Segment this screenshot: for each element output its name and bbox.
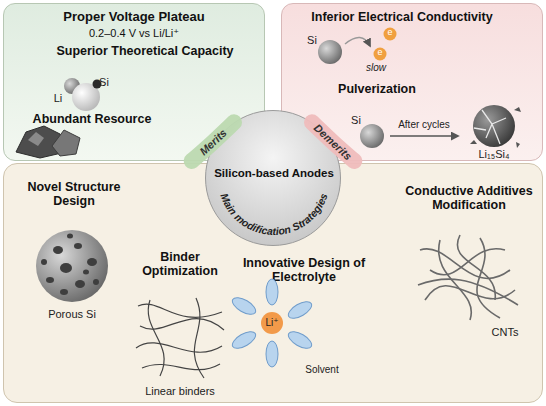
figure-label: e xyxy=(335,28,445,38)
figure-label: Li⁺ xyxy=(217,317,327,328)
panel-heading: Pulverization xyxy=(302,82,452,96)
figure-label: Linear binders xyxy=(125,385,235,397)
panel-heading: Proper Voltage Plateau xyxy=(19,10,249,25)
panel-heading: Inferior Electrical Conductivity xyxy=(282,10,522,24)
figure-label: CNTs xyxy=(450,326,546,338)
panel-heading: Abundant Resource xyxy=(14,112,170,126)
arc-text: Main modification Strategies xyxy=(218,192,329,238)
strategy-heading: Innovative Design of Electrolyte xyxy=(236,256,372,285)
figure-label: Si xyxy=(257,34,367,46)
figure-label: After cycles xyxy=(369,119,479,130)
figure-label: Porous Si xyxy=(17,308,127,320)
figure-label: Li₁₅Si₄ xyxy=(439,148,546,160)
voltage-value: 0.2–0.4 V vs Li/Li⁺ xyxy=(19,27,249,40)
figure-label: slow xyxy=(321,62,431,73)
panel-heading: Superior Theoretical Capacity xyxy=(34,44,256,58)
figure-label: Si xyxy=(49,76,159,88)
center-title: Silicon-based Anodes xyxy=(206,167,342,180)
strategy-heading: Conductive Additives Modification xyxy=(396,184,542,213)
figure-label: e xyxy=(325,48,435,58)
strategy-heading: Binder Optimization xyxy=(132,250,228,279)
arc-subtitle: Main modification Strategies xyxy=(218,192,329,238)
strategy-heading: Novel Structure Design xyxy=(18,180,130,209)
figure-label: Solvent xyxy=(267,364,377,375)
figure-label: Li xyxy=(3,92,113,104)
